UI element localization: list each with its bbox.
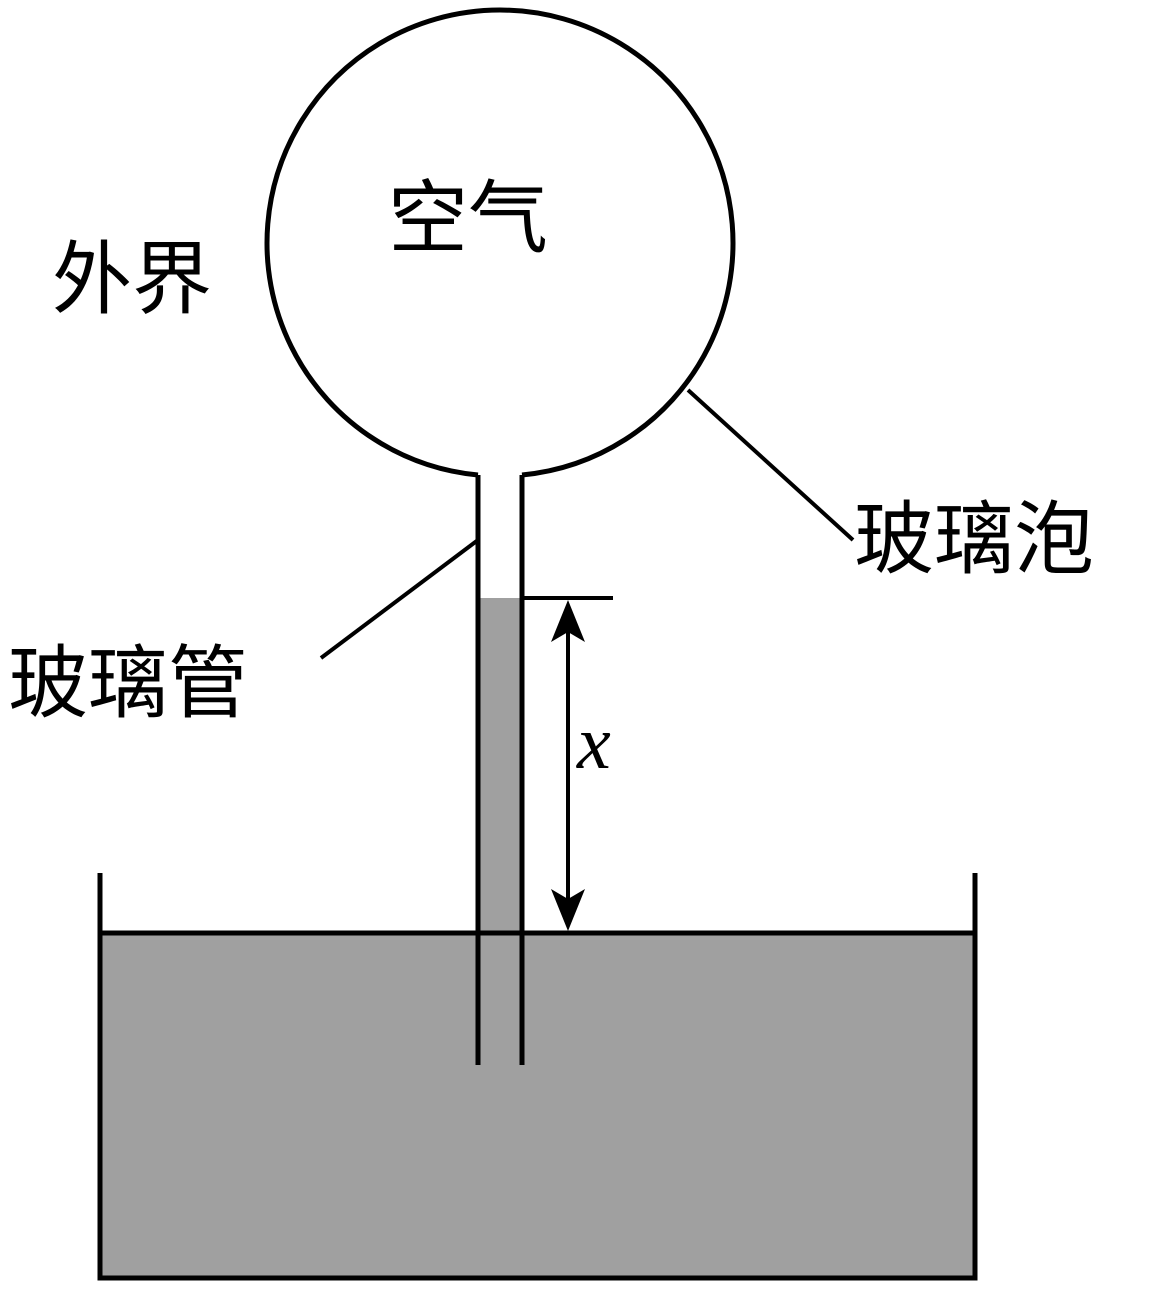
arrow-head-up bbox=[551, 600, 585, 642]
basin-liquid bbox=[100, 933, 975, 1278]
basin-outline bbox=[97, 873, 978, 1281]
height-variable-label: x bbox=[576, 701, 611, 785]
glass-tube-leader-line bbox=[319, 538, 480, 660]
outside-label: 外界 bbox=[52, 233, 212, 326]
glass-bulb-outline bbox=[264, 7, 736, 478]
height-dimension-arrow bbox=[551, 600, 585, 931]
arrow-head-down bbox=[551, 889, 585, 931]
glass-tube-label: 玻璃管 bbox=[8, 637, 248, 730]
glass-bulb-leader-line bbox=[686, 388, 855, 542]
air-label: 空气 bbox=[388, 172, 548, 265]
tube-liquid-column bbox=[480, 598, 520, 934]
glass-bulb-label: 玻璃泡 bbox=[854, 493, 1094, 586]
